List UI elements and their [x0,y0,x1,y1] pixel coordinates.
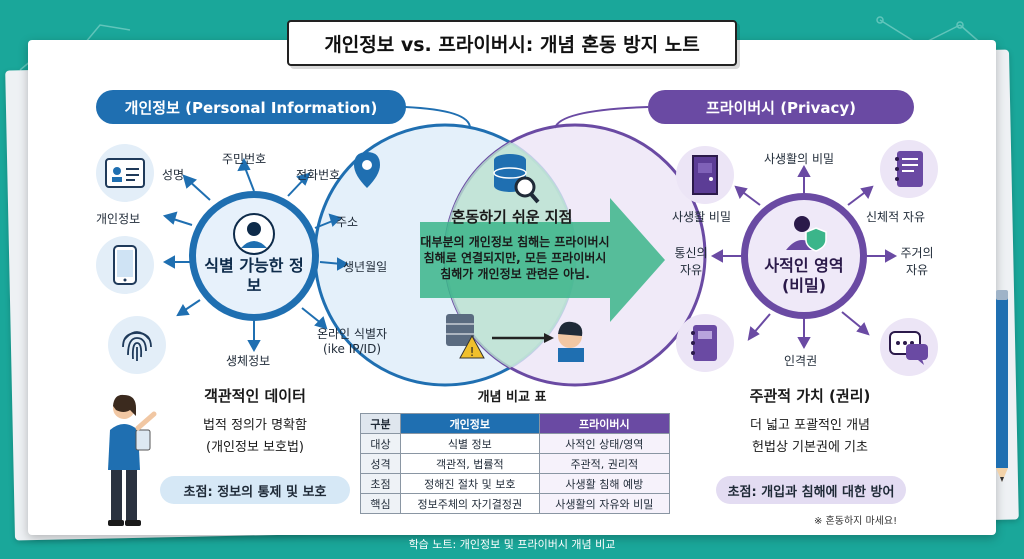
user-shield-icon [786,216,827,252]
page-title: 개인정보 vs. 프라이버시: 개념 혼동 방지 노트 [287,20,737,66]
svg-text:!: ! [470,345,475,359]
privacy-header: 프라이버시 (Privacy) [648,90,914,124]
table-cell: 주관적, 권리적 [538,453,671,474]
objective-data-title: 객관적인 데이터 [204,387,306,405]
presenter-figure [108,394,157,526]
table-row: 성격 객관적, 법률적 주관적, 권리적 [360,453,671,474]
subjective-value-title: 주관적 가치 (권리) [749,387,871,405]
table-row: 초점 정해진 절차 및 보호 사생활 침해 예방 [360,473,671,494]
overlap-arrow [420,198,665,322]
table-cell: 정해진 절차 및 보호 [400,473,540,494]
pencil-icon [996,290,1008,482]
label-resident-no: 주민번호 [222,152,267,166]
hub-label-left: 식별 가능한 정보 [204,256,304,295]
label-birth: 생년월일 [343,260,388,274]
label-residence-freedom: 주거의 자유 [900,246,934,277]
smartphone-icon [96,236,154,294]
table-header: 개인정보 [400,413,540,434]
label-online-id: 온라인 식별자 (ike IP/ID) [316,327,388,356]
fingerprint-icon [108,316,166,374]
comparison-table: 구분 개인정보 프라이버시 대상 식별 정보 사적인 상태/영역 성격 객관적,… [360,413,671,514]
personal-info-header: 개인정보 (Personal Information) [96,90,406,124]
table-cell: 초점 [360,473,401,494]
table-cell: 사생활 침해 예방 [538,473,671,494]
private-area-hub: 사적인 영역 (비밀) [741,193,867,319]
label-address: 주소 [336,215,359,229]
table-cell: 성격 [360,453,401,474]
confusion-point-desc: 대부분의 개인정보 침해는 프라이버시 침해로 연결되지만, 모든 프라이버시 … [420,235,610,282]
focus-badge-left: 초점: 정보의 통제 및 보호 [160,476,350,504]
table-cell: 사적인 상태/영역 [538,433,671,454]
table-header: 프라이버시 [538,413,671,434]
label-personality: 인격권 [784,354,818,368]
table-header: 구분 [360,413,401,434]
confusion-point-title: 혼동하기 쉬운 지점 [451,208,573,226]
user-icon [233,213,275,255]
focus-badge-right: 초점: 개입과 침해에 대한 방어 [716,476,906,504]
label-body-freedom: 신체적 자유 [866,210,926,224]
hub-label-right: 사적인 영역 (비밀) [764,256,844,295]
table-cell: 식별 정보 [400,433,540,454]
table-cell: 대상 [360,433,401,454]
location-pin-icon [345,148,389,192]
label-secret: 사생활의 비밀 [764,152,835,166]
objective-data-desc-2: (개인정보 보호법) [206,440,304,455]
table-cell: 정보주체의 자기결정권 [400,493,540,514]
diary-icon [676,314,734,372]
label-phone: 전화번호 [296,168,341,182]
subjective-value-desc-1: 더 넓고 포괄적인 개념 [749,418,871,433]
label-biometric: 생체정보 [226,354,271,368]
table-cell: 사생활의 자유와 비밀 [538,493,671,514]
comparison-table-title: 개념 비교 표 [477,390,547,405]
door-icon [676,146,734,204]
table-row: 대상 식별 정보 사적인 상태/영역 [360,433,671,454]
breach-illustration: ! [446,314,584,362]
database-search-icon [493,154,540,204]
warning-note: ※ 혼동하지 마세요! [814,516,898,527]
table-cell: 핵심 [360,493,401,514]
table-cell: 객관적, 법률적 [400,453,540,474]
subjective-value-desc-2: 헌법상 기본권에 기초 [752,440,868,455]
identifiable-info-hub: 식별 가능한 정보 [189,191,319,321]
table-row: 핵심 정보주체의 자기결정권 사생활의 자유와 비밀 [360,493,671,514]
label-personal-info: 개인정보 [96,212,141,226]
label-private-life: 사생활 비밀 [672,210,732,224]
chat-bubble-icon [880,318,938,376]
label-comm-freedom: 통신의 자유 [674,246,708,277]
table-header-row: 구분 개인정보 프라이버시 [360,413,671,434]
id-card-icon [96,144,154,202]
bottom-caption: 학습 노트: 개인정보 및 프라이버시 개념 비교 [408,538,616,551]
objective-data-desc-1: 법적 정의가 명확함 [203,418,307,433]
notebook-icon [880,140,938,198]
label-name: 성명 [162,168,185,182]
